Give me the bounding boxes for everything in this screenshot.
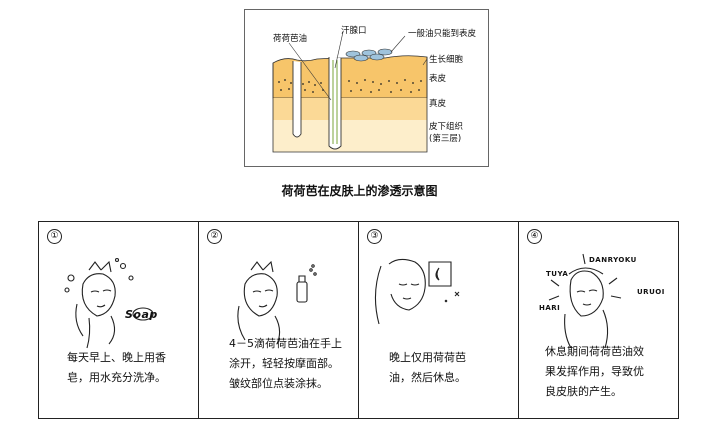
step-number: ③: [367, 229, 382, 244]
healthy-skin-illustration: [548, 253, 622, 349]
step-3-text: 晚上仅用荷荷芭 油，然后休息。: [389, 348, 466, 388]
dermis-layer: [273, 98, 427, 120]
label-third-layer: (第三层): [429, 134, 462, 144]
label-general-oil: 一般油只能到表皮: [408, 29, 477, 39]
hair-follicle: [328, 57, 342, 150]
oil-drops: [345, 48, 393, 62]
label-pore: 汗腺口: [341, 26, 367, 36]
diagram-caption: 荷荷芭在皮肤上的渗透示意图: [281, 184, 438, 198]
word-tuya: TUYA: [546, 270, 569, 278]
label-dermis: 真皮: [429, 99, 447, 109]
step-text-line: 皂，用水充分洗净。: [67, 371, 166, 384]
step-number: ④: [527, 229, 542, 244]
step-2: ② 4－5滴荷荷芭油在手上 涂开，轻轻按摩面部。 皱纹部位点装涂抹。: [199, 222, 359, 418]
step-text-line: 休息期间荷荷芭油效: [545, 345, 644, 358]
steps-panel: ① Soap 每天早上、晚上用香 皂，用水充分洗净。 ②: [38, 221, 679, 419]
word-uruoi: URUOI: [637, 288, 665, 296]
label-epidermis: 表皮: [429, 74, 447, 84]
step-number: ①: [47, 229, 62, 244]
jojoba-penetration-line: [332, 60, 338, 144]
sleeping-illustration: [374, 258, 460, 325]
step-4: ④ TUYA DANRYOKU URUOI HARI 休息期间荷荷芭油效 果发挥…: [519, 222, 678, 418]
epidermis-layer: [272, 55, 428, 99]
sweat-pore: [292, 61, 302, 138]
step-text-line: 果发挥作用，导致优: [545, 365, 644, 378]
step-text-line: 油，然后休息。: [389, 371, 466, 384]
step-text-line: 每天早上、晚上用香: [67, 351, 166, 364]
washing-face-illustration: [64, 257, 154, 349]
label-subcutaneous: 皮下组织: [429, 122, 464, 132]
step-1: ① Soap 每天早上、晚上用香 皂，用水充分洗净。: [39, 222, 199, 418]
step-text-line: 4－5滴荷荷芭油在手上: [229, 337, 342, 350]
skin-cross-section: [272, 31, 428, 153]
word-hari: HARI: [539, 304, 561, 312]
step-text-line: 晚上仅用荷荷芭: [389, 351, 466, 364]
step-3: ③ 晚上仅用荷荷芭 油，然后休息。: [359, 222, 519, 418]
soap-text: Soap: [125, 308, 158, 321]
word-danryoku: DANRYOKU: [589, 256, 637, 264]
step-text-line: 涂开，轻轻按摩面部。: [229, 357, 339, 370]
step-text-line: 皱纹部位点装涂抹。: [229, 377, 328, 390]
skin-diagram: 荷荷芭油 汗腺口 一般油只能到表皮 生长细胞 表皮 真皮 皮下组织 (第三层): [244, 9, 489, 167]
step-1-text: 每天早上、晚上用香 皂，用水充分洗净。: [67, 348, 166, 388]
label-jojoba: 荷荷芭油: [273, 34, 308, 44]
step-2-text: 4－5滴荷荷芭油在手上 涂开，轻轻按摩面部。 皱纹部位点装涂抹。: [229, 334, 342, 394]
step-number: ②: [207, 229, 222, 244]
step-4-text: 休息期间荷荷芭油效 果发挥作用，导致优 良皮肤的产生。: [545, 342, 644, 402]
label-growth-cells: 生长细胞: [429, 55, 464, 65]
step-text-line: 良皮肤的产生。: [545, 385, 622, 398]
applying-oil-illustration: [237, 260, 317, 345]
